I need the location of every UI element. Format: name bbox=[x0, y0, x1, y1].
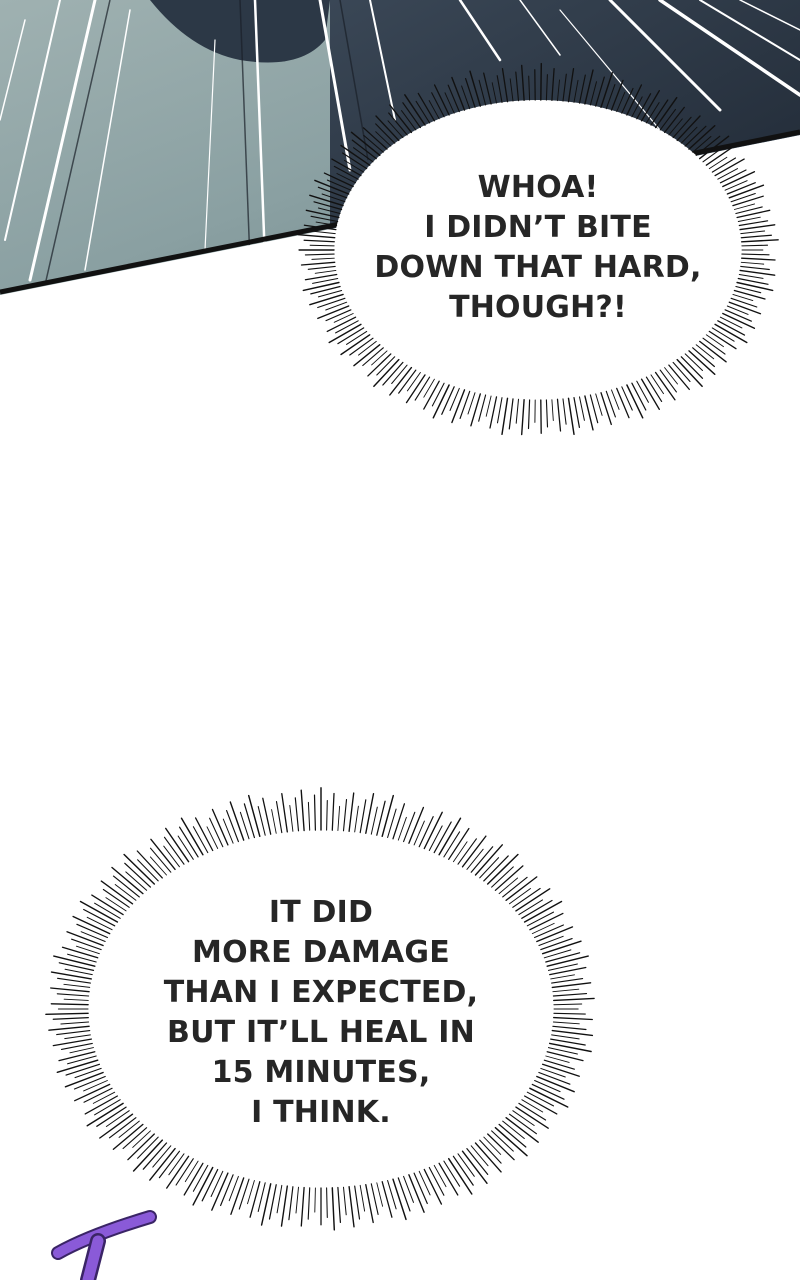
burst-bubble-outline-1 bbox=[297, 62, 779, 436]
speech-text-1: WHOA! I DIDN’T BITE DOWN THAT HARD, THOU… bbox=[374, 170, 702, 325]
burst-bubble-outline-2 bbox=[45, 787, 595, 1231]
speech-text-2: IT DID MORE DAMAGE THAN I EXPECTED, BUT … bbox=[163, 895, 479, 1130]
speech-bubble-2: IT DID MORE DAMAGE THAN I EXPECTED, BUT … bbox=[40, 782, 602, 1236]
sound-effect-fragment bbox=[51, 1210, 157, 1280]
speech-bubble-1: WHOA! I DIDN’T BITE DOWN THAT HARD, THOU… bbox=[292, 58, 784, 442]
